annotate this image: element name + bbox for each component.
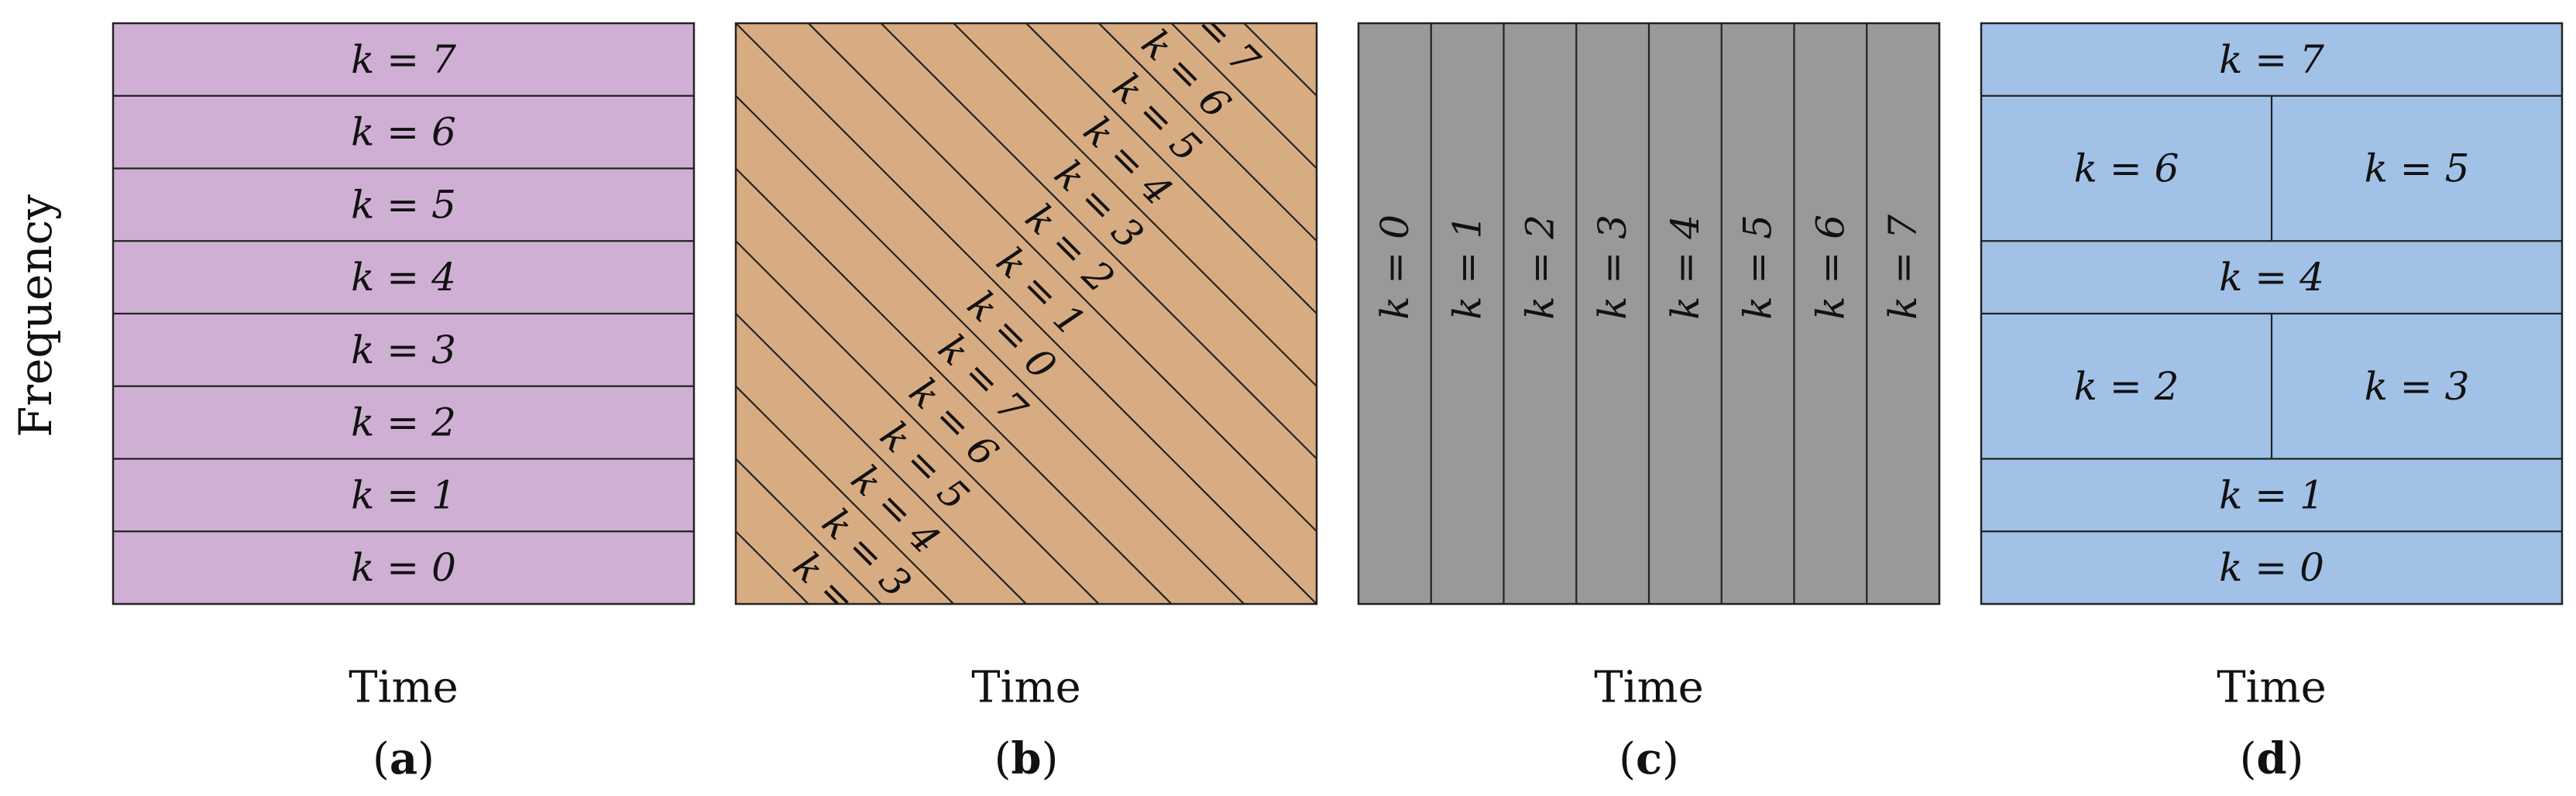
stripe-divider	[807, 23, 1317, 533]
tile-label: k = 6	[1808, 214, 1853, 320]
tile-label: k = 4	[351, 255, 456, 300]
time-axis-label: Time	[349, 663, 459, 713]
stripe-divider	[1170, 23, 1317, 170]
stripe-divider	[736, 166, 1173, 604]
panel-a: k = 7 k = 6 k = 5 k = 4 k = 3 k = 2 k = 1 k = 0…	[112, 22, 696, 784]
tile-label: k = 5	[1736, 214, 1781, 320]
stripe-divider	[1097, 23, 1317, 242]
panels-group: k = 7k = 6k = 5k = 4k = 3k = 2k = 1k = 0…	[112, 22, 2564, 784]
panel-caption: (d)	[2240, 733, 2304, 784]
tile-label: k = 1	[2219, 472, 2324, 517]
panel-d-frame	[1980, 22, 2564, 606]
panel-caption-letter: a	[390, 733, 417, 784]
panel-caption: (c)	[1619, 733, 1679, 784]
tile-label: k = 3	[351, 328, 456, 372]
tile-label: k = 5	[2365, 146, 2470, 191]
stripe-divider	[1025, 23, 1317, 315]
panel-c: k = 0 k = 1 k = 2 k = 3 k = 4 k = 5 k = 6 k = 7…	[1357, 22, 1941, 784]
tile-label: k = 1	[1445, 214, 1490, 320]
panel-caption-letter: d	[2256, 733, 2286, 784]
frequency-axis-label: Frequency	[9, 194, 62, 437]
tile-label: k = 2	[1517, 214, 1562, 320]
stripe-divider	[736, 94, 1245, 604]
stripe-divider	[879, 23, 1317, 461]
panel-a-frame	[112, 22, 696, 606]
tile-label: k = 1	[351, 472, 456, 517]
tile-label: k = 4	[1663, 214, 1708, 320]
stripe-divider	[736, 312, 1028, 604]
stripe-divider	[736, 239, 1101, 604]
tile-label: k = 7	[1880, 214, 1925, 320]
panel-caption-letter: b	[1011, 733, 1041, 784]
tile-label: k = 2	[351, 400, 456, 445]
stripe-divider	[736, 457, 883, 604]
tile-label: k = 2	[2074, 364, 2179, 409]
stripe-divider	[952, 23, 1317, 388]
panel-caption: (b)	[994, 733, 1059, 784]
time-axis-label: Time	[1594, 663, 1704, 713]
panel-b: k = 2k = 3k = 4k = 5k = 6k = 7k = 0k = 1…	[734, 22, 1318, 784]
panel-b-frame	[734, 22, 1318, 606]
tile-label: k = 4	[2219, 255, 2324, 300]
tile-label: k = 7	[2219, 37, 2324, 82]
panel-c-tiles: k = 0 k = 1 k = 2 k = 3 k = 4 k = 5 k = 6 k = 7	[1372, 23, 1925, 604]
panel-caption: (a)	[373, 733, 434, 784]
tile-label: k = 0	[2219, 545, 2324, 590]
tile-label: k = 0	[351, 545, 456, 590]
panel-d: k = 7 k = 6 k = 5 k = 4 k = 2 k = 3 k = 1 k = 0…	[1980, 22, 2564, 784]
panel-caption-letter: c	[1636, 733, 1662, 784]
panel-a-tiles: k = 7 k = 6 k = 5 k = 4 k = 3 k = 2 k = 1 k = 0	[113, 37, 694, 590]
tile-label: k = 6	[351, 110, 456, 155]
tile-label: k = 7	[351, 37, 456, 82]
tile-label: k = 0	[1372, 214, 1417, 320]
time-axis-label: Time	[2217, 663, 2327, 713]
tile-label: k = 3	[2365, 364, 2470, 409]
time-axis-label: Time	[971, 663, 1081, 713]
stripe-divider	[736, 385, 955, 604]
panel-c-frame	[1357, 22, 1941, 606]
panel-d-tiles: k = 7 k = 6 k = 5 k = 4 k = 2 k = 3 k = 1 k = 0	[1981, 37, 2562, 590]
stripe-divider	[736, 23, 1317, 604]
tile-label: k = 3	[1590, 214, 1635, 320]
tile-label: k = 5	[351, 182, 456, 227]
tile-label: k = 6	[2074, 146, 2179, 191]
